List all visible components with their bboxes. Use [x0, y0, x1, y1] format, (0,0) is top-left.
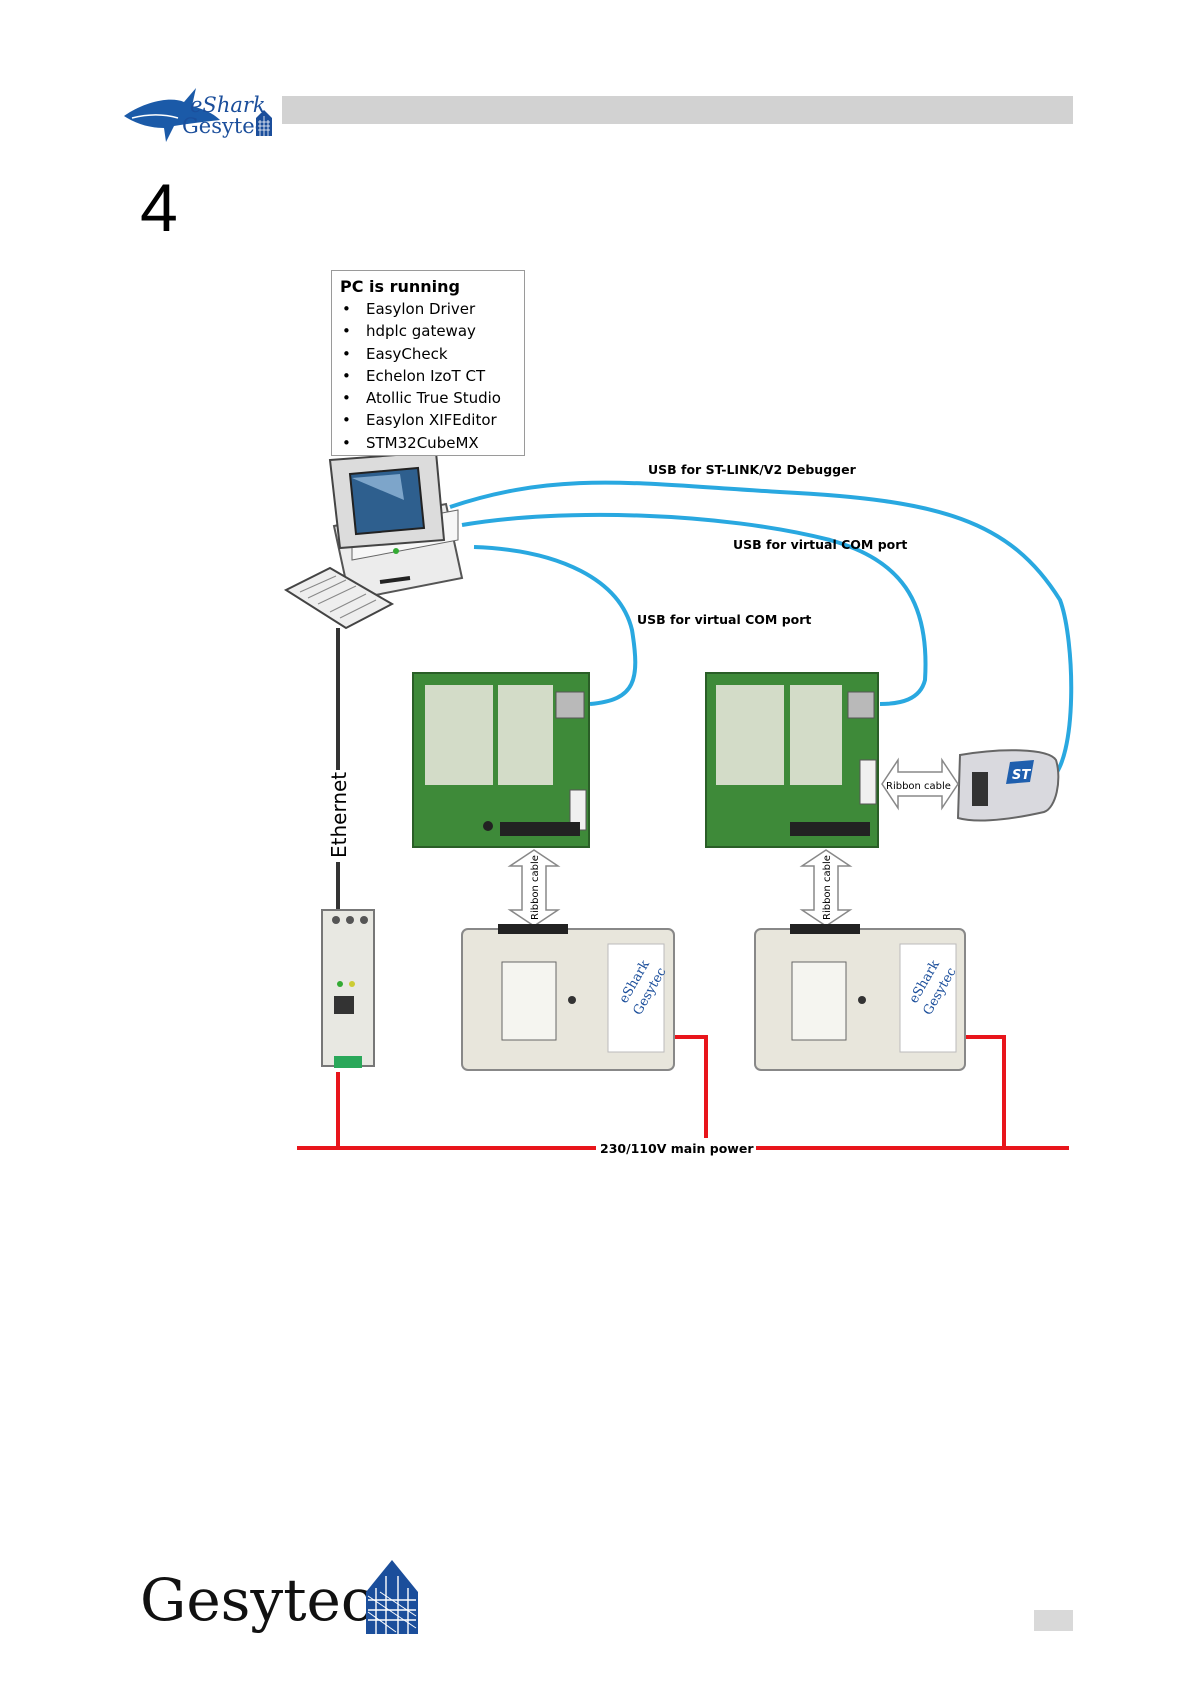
st-logo-text: ST: [1012, 768, 1031, 783]
footer-logo: Gesytec: [140, 1548, 440, 1648]
ethernet-label-bg: [324, 770, 352, 862]
list-item: EasyCheck: [340, 343, 518, 366]
list-item: Atollic True Studio: [340, 387, 518, 410]
pc-info-title: PC is running: [340, 277, 461, 296]
eshark-logo-icon: eShark Gesytec: [124, 88, 272, 142]
power-label-bg: [596, 1138, 756, 1158]
logo-text-gesytec: Gesytec: [182, 114, 266, 138]
pc-computer: [283, 450, 464, 630]
list-item: STM32CubeMX: [340, 432, 518, 455]
label-ethernet: Ethernet: [327, 772, 351, 858]
logo-text-eshark: eShark: [190, 93, 266, 117]
usb-cables: [449, 480, 1074, 782]
left-plc-device: eShark Gesytec: [461, 924, 675, 1071]
label-usb-debugger: USB for ST-LINK/V2 Debugger: [648, 462, 857, 477]
gesytec-house-icon: [256, 110, 272, 136]
label-ribbon-st: Ribbon cable: [886, 781, 951, 792]
list-item: Easylon XIFEditor: [340, 409, 518, 432]
list-item: hdplc gateway: [340, 320, 518, 343]
gesytec-house-icon: [366, 1560, 418, 1634]
list-item: Easylon Driver: [340, 298, 518, 321]
pc-info-box: PC is running Easylon Driver hdplc gatew…: [331, 270, 525, 456]
page-number-box: [1034, 1610, 1073, 1631]
pc-software-list: Easylon Driver hdplc gateway EasyCheck E…: [340, 298, 518, 454]
header-bar: [282, 96, 1073, 124]
label-ribbon-right: Ribbon cable: [822, 855, 833, 920]
footer-logo-text: Gesytec: [140, 1566, 373, 1634]
label-power: 230/110V main power: [600, 1141, 754, 1156]
chapter-number: 4: [140, 170, 178, 246]
right-pcb-board: [705, 672, 879, 848]
stlink-debugger: ST: [956, 749, 1060, 822]
list-item: Echelon IzoT CT: [340, 365, 518, 388]
label-usb-com-left: USB for virtual COM port: [637, 612, 811, 627]
ribbon-arrow-st: [881, 757, 959, 811]
right-plc-device: eShark Gesytec: [754, 924, 966, 1071]
left-pcb-board: [412, 672, 590, 848]
hdplc-gateway-device: [321, 909, 375, 1068]
header-logo: eShark Gesytec: [122, 80, 272, 146]
label-ribbon-left: Ribbon cable: [530, 855, 541, 920]
label-usb-com-right: USB for virtual COM port: [733, 537, 907, 552]
